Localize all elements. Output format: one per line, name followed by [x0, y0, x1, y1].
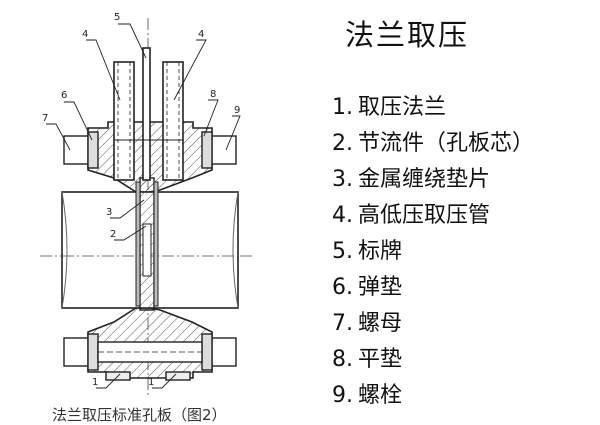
orifice-flange-drawing: 5 4 4 6 8 7 9 3 2 1 1 [40, 12, 255, 395]
callout-number: 3 [106, 207, 112, 218]
callout-number: 1 [92, 377, 98, 388]
callout-number: 5 [114, 12, 120, 23]
legend-text: 螺栓 [358, 383, 403, 408]
legend-item: 4.高低压取压管 [332, 198, 534, 234]
legend-item: 8.平垫 [332, 342, 534, 378]
bolt-assemblies [63, 131, 237, 381]
legend-number: 3. [332, 167, 353, 192]
legend-number: 9. [332, 383, 353, 408]
legend-number: 5. [332, 239, 353, 264]
legend-number: 6. [332, 275, 353, 300]
callout-number: 6 [61, 90, 67, 101]
parts-legend: 1.取压法兰 2.节流件（孔板芯） 3.金属缠绕垫片 4.高低压取压管 5.标牌… [332, 90, 534, 414]
callout-number: 1 [148, 377, 154, 388]
leader-lines [46, 23, 241, 389]
legend-number: 7. [332, 311, 353, 336]
legend-text: 高低压取压管 [358, 203, 491, 228]
legend-text: 弹垫 [358, 275, 403, 300]
legend-item: 3.金属缠绕垫片 [332, 162, 534, 198]
callout-number: 4 [198, 29, 204, 40]
panel-title: 法兰取压 [345, 18, 470, 52]
legend-number: 8. [332, 347, 353, 372]
legend-item: 1.取压法兰 [332, 90, 534, 126]
orifice-plate [135, 177, 159, 311]
legend-text: 平垫 [358, 347, 403, 372]
legend-item: 6.弹垫 [332, 270, 534, 306]
legend-number: 2. [332, 131, 353, 156]
legend-item: 9.螺栓 [332, 378, 534, 414]
callout-number: 8 [210, 89, 216, 100]
pressure-tubes [113, 47, 184, 181]
legend-item: 5.标牌 [332, 234, 534, 270]
legend-text: 螺母 [358, 311, 403, 336]
legend-item: 7.螺母 [332, 306, 534, 342]
callout-number: 7 [42, 113, 48, 124]
legend-text: 金属缠绕垫片 [358, 167, 491, 192]
legend-text: 节流件（孔板芯） [358, 131, 535, 156]
callout-number: 4 [82, 29, 88, 40]
callout-labels: 5 4 4 6 8 7 9 3 2 1 1 [42, 12, 240, 388]
figure-caption: 法兰取压标准孔板（图2） [52, 406, 227, 424]
legend-text: 取压法兰 [358, 95, 447, 120]
legend-number: 1. [332, 95, 353, 120]
legend-item: 2.节流件（孔板芯） [332, 126, 534, 162]
callout-number: 2 [110, 229, 116, 240]
legend-number: 4. [332, 203, 353, 228]
legend-text: 标牌 [358, 239, 403, 264]
callout-number: 9 [234, 105, 240, 116]
